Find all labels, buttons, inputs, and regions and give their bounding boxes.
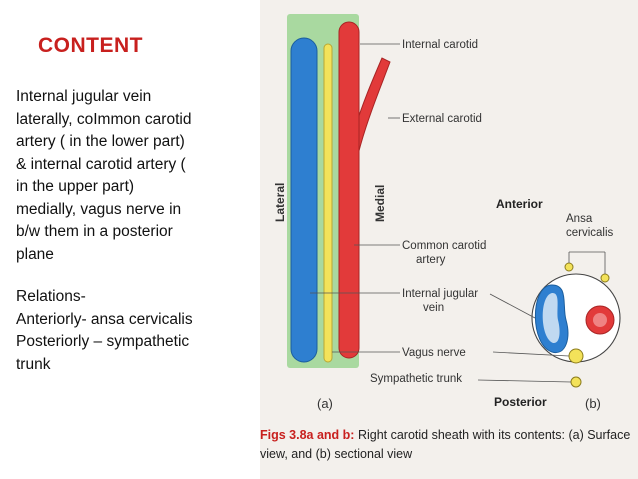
- vagus-nerve: [323, 43, 333, 363]
- ansa-cervicalis-right: [600, 273, 610, 283]
- leader-line: [489, 293, 536, 319]
- relations-posterior-cont: trunk: [16, 355, 51, 373]
- sympathetic-trunk-label: Sympathetic trunk: [370, 373, 462, 385]
- leader-line: [492, 351, 570, 357]
- ansa-label-cont: cervicalis: [566, 227, 614, 239]
- anterior-label: Anterior: [496, 197, 543, 211]
- content-line: in the upper part): [16, 178, 135, 195]
- sympathetic-trunk-cross-section: [570, 376, 582, 388]
- caption-figure-number: Figs 3.8a and b:: [260, 428, 355, 442]
- content-line: medially, vagus nerve in: [16, 200, 182, 218]
- vagus-nerve-label: Vagus nerve: [402, 347, 466, 359]
- common-carotid-label: Common carotid: [402, 240, 486, 252]
- internal-jugular-label-cont: vein: [423, 302, 444, 314]
- panel-b-label: (b): [585, 396, 601, 411]
- internal-jugular-vein: [290, 37, 318, 363]
- internal-carotid-label: Internal carotid: [402, 39, 478, 51]
- relations-heading: Relations-: [16, 288, 86, 305]
- content-text: Internal jugular vein laterally, coImmon…: [16, 86, 256, 376]
- content-line: b/w them in a posterior: [16, 223, 173, 240]
- content-line: & internal carotid artery (: [16, 155, 186, 173]
- ansa-label: Ansa: [566, 213, 593, 225]
- anatomy-figure: Lateral Medial Internal carotid External…: [260, 0, 638, 479]
- artery-lumen: [593, 313, 607, 327]
- common-and-internal-carotid-artery: [338, 21, 360, 359]
- content-line: Internal jugular vein: [16, 88, 152, 105]
- leader-line: [477, 379, 572, 383]
- content-line: plane: [16, 245, 54, 263]
- medial-label: Medial: [373, 185, 387, 222]
- ansa-cervicalis-left: [564, 262, 574, 272]
- slide-title: CONTENT: [38, 34, 143, 57]
- lateral-label: Lateral: [273, 183, 287, 222]
- relations-posterior: Posteriorly – sympathetic: [16, 333, 190, 350]
- caption-text: Right carotid sheath with its contents: …: [260, 428, 631, 461]
- content-line: artery ( in the lower part): [16, 133, 185, 150]
- content-line: laterally, coImmon carotid: [16, 110, 192, 128]
- posterior-label: Posterior: [494, 395, 547, 409]
- vagus-cross-section: [568, 348, 584, 364]
- external-carotid-label: External carotid: [402, 113, 482, 125]
- relations-anterior: Anteriorly- ansa cervicalis: [16, 310, 193, 328]
- common-carotid-label-cont: artery: [416, 254, 446, 266]
- panel-a-label: (a): [317, 396, 333, 411]
- internal-jugular-label: Internal jugular: [402, 288, 478, 300]
- carotid-sheath-diagram: Lateral Medial Internal carotid External…: [273, 14, 621, 411]
- figure-caption: Figs 3.8a and b: Right carotid sheath wi…: [260, 426, 636, 464]
- vein-lumen: [542, 292, 560, 344]
